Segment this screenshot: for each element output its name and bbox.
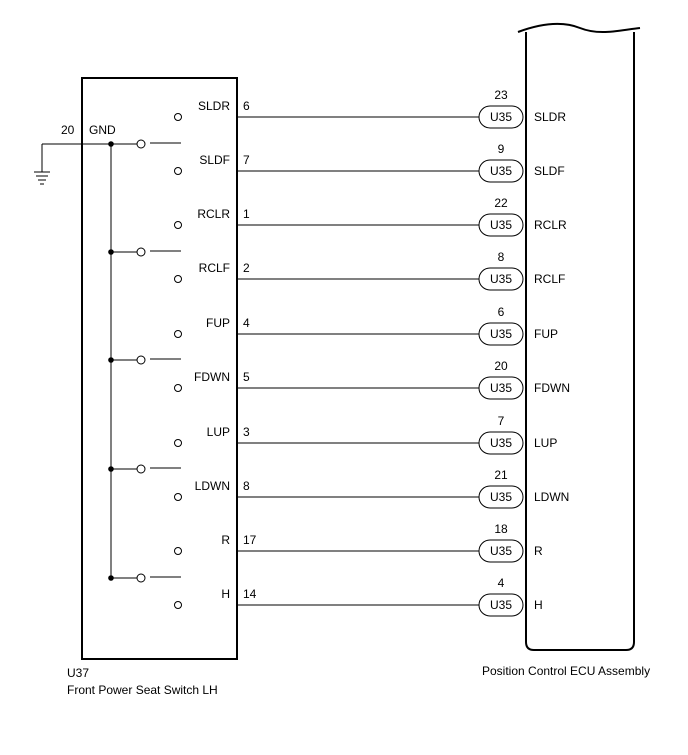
connector-pill	[478, 213, 524, 237]
connector-code: U35	[490, 327, 512, 341]
switch-signal-label: R	[221, 533, 230, 547]
connector-pill	[478, 431, 524, 455]
ecu-signal-label: SLDF	[534, 164, 565, 178]
ecu-signal-label: H	[534, 598, 543, 612]
switch-signal-label: FDWN	[194, 370, 230, 384]
ecu-signal-label: SLDR	[534, 110, 566, 124]
ecu-pin-number: 8	[498, 250, 505, 264]
connector-code: U35	[490, 381, 512, 395]
common-bus-switches	[108, 139, 181, 583]
switch-pin-number: 6	[243, 99, 250, 113]
ecu-signal-label: RCLF	[534, 272, 565, 286]
terminal-contact-icon	[174, 601, 182, 609]
switch-name: Front Power Seat Switch LH	[67, 683, 218, 697]
switch-pin-number: 4	[243, 316, 250, 330]
connector-pill	[478, 159, 524, 183]
ecu-signal-label: RCLR	[534, 218, 567, 232]
ecu-signal-label: FDWN	[534, 381, 570, 395]
switch-signal-label: SLDF	[199, 153, 230, 167]
switch-contact-icon	[136, 464, 146, 474]
connector-pill	[478, 322, 524, 346]
connector-code: U35	[490, 272, 512, 286]
connector-code: U35	[490, 544, 512, 558]
terminal-contact-icon	[174, 384, 182, 392]
connector-code: U35	[490, 164, 512, 178]
terminal-contact-icon	[174, 330, 182, 338]
terminal-contact-icon	[174, 221, 182, 229]
switch-signal-label: FUP	[206, 316, 230, 330]
ground-pin-number: 20	[61, 123, 75, 137]
switch-signal-label: SLDR	[198, 99, 230, 113]
ecu-box	[525, 32, 635, 651]
switch-signal-label: LDWN	[195, 479, 230, 493]
connector-code: U35	[490, 436, 512, 450]
connector-pill	[478, 376, 524, 400]
ecu-pin-number: 20	[494, 359, 508, 373]
connector-code: U35	[490, 490, 512, 504]
switch-signal-label: RCLR	[197, 207, 230, 221]
ecu-pin-number: 4	[498, 576, 505, 590]
switch-contact-icon	[136, 573, 146, 583]
switch-contact-icon	[136, 355, 146, 365]
switch-pin-number: 7	[243, 153, 250, 167]
terminal-contact-icon	[174, 439, 182, 447]
ecu-pin-number: 9	[498, 142, 505, 156]
ecu-pin-number: 21	[494, 468, 508, 482]
switch-code: U37	[67, 666, 89, 680]
terminal-contact-icon	[174, 275, 182, 283]
ground-symbol-icon	[34, 171, 50, 185]
connector-code: U35	[490, 218, 512, 232]
connector-pill	[478, 593, 524, 617]
terminal-contact-icon	[174, 167, 182, 175]
switch-pin-number: 8	[243, 479, 250, 493]
switch-signal-label: RCLF	[199, 261, 230, 275]
switch-signal-label: LUP	[207, 425, 230, 439]
ecu-pin-number: 7	[498, 414, 505, 428]
switch-contact-icon	[136, 247, 146, 257]
ecu-signal-label: LDWN	[534, 490, 569, 504]
switch-pin-number: 3	[243, 425, 250, 439]
connector-pill	[478, 267, 524, 291]
switch-signal-label: H	[221, 587, 230, 601]
connector-pill	[478, 105, 524, 129]
terminal-contact-icon	[174, 493, 182, 501]
switch-pin-number: 14	[243, 587, 257, 601]
ecu-signal-label: R	[534, 544, 543, 558]
ground-pin-label: GND	[89, 123, 116, 137]
ecu-pin-number: 22	[494, 196, 508, 210]
ecu-signal-label: FUP	[534, 327, 558, 341]
switch-pin-number: 1	[243, 207, 250, 221]
switch-pin-number: 5	[243, 370, 250, 384]
connector-pill	[478, 539, 524, 563]
ecu-pin-number: 23	[494, 88, 508, 102]
ecu-name: Position Control ECU Assembly	[482, 664, 650, 678]
switch-box	[81, 77, 238, 660]
connector-code: U35	[490, 110, 512, 124]
connector-pill	[478, 485, 524, 509]
switch-pin-number: 17	[243, 533, 257, 547]
connector-code: U35	[490, 598, 512, 612]
switch-contact-icon	[136, 139, 146, 149]
switch-pin-number: 2	[243, 261, 250, 275]
ecu-box-break-edge	[517, 22, 641, 34]
ecu-signal-label: LUP	[534, 436, 557, 450]
ecu-pin-number: 18	[494, 522, 508, 536]
terminal-contact-icon	[174, 113, 182, 121]
ecu-pin-number: 6	[498, 305, 505, 319]
terminal-contact-icon	[174, 547, 182, 555]
